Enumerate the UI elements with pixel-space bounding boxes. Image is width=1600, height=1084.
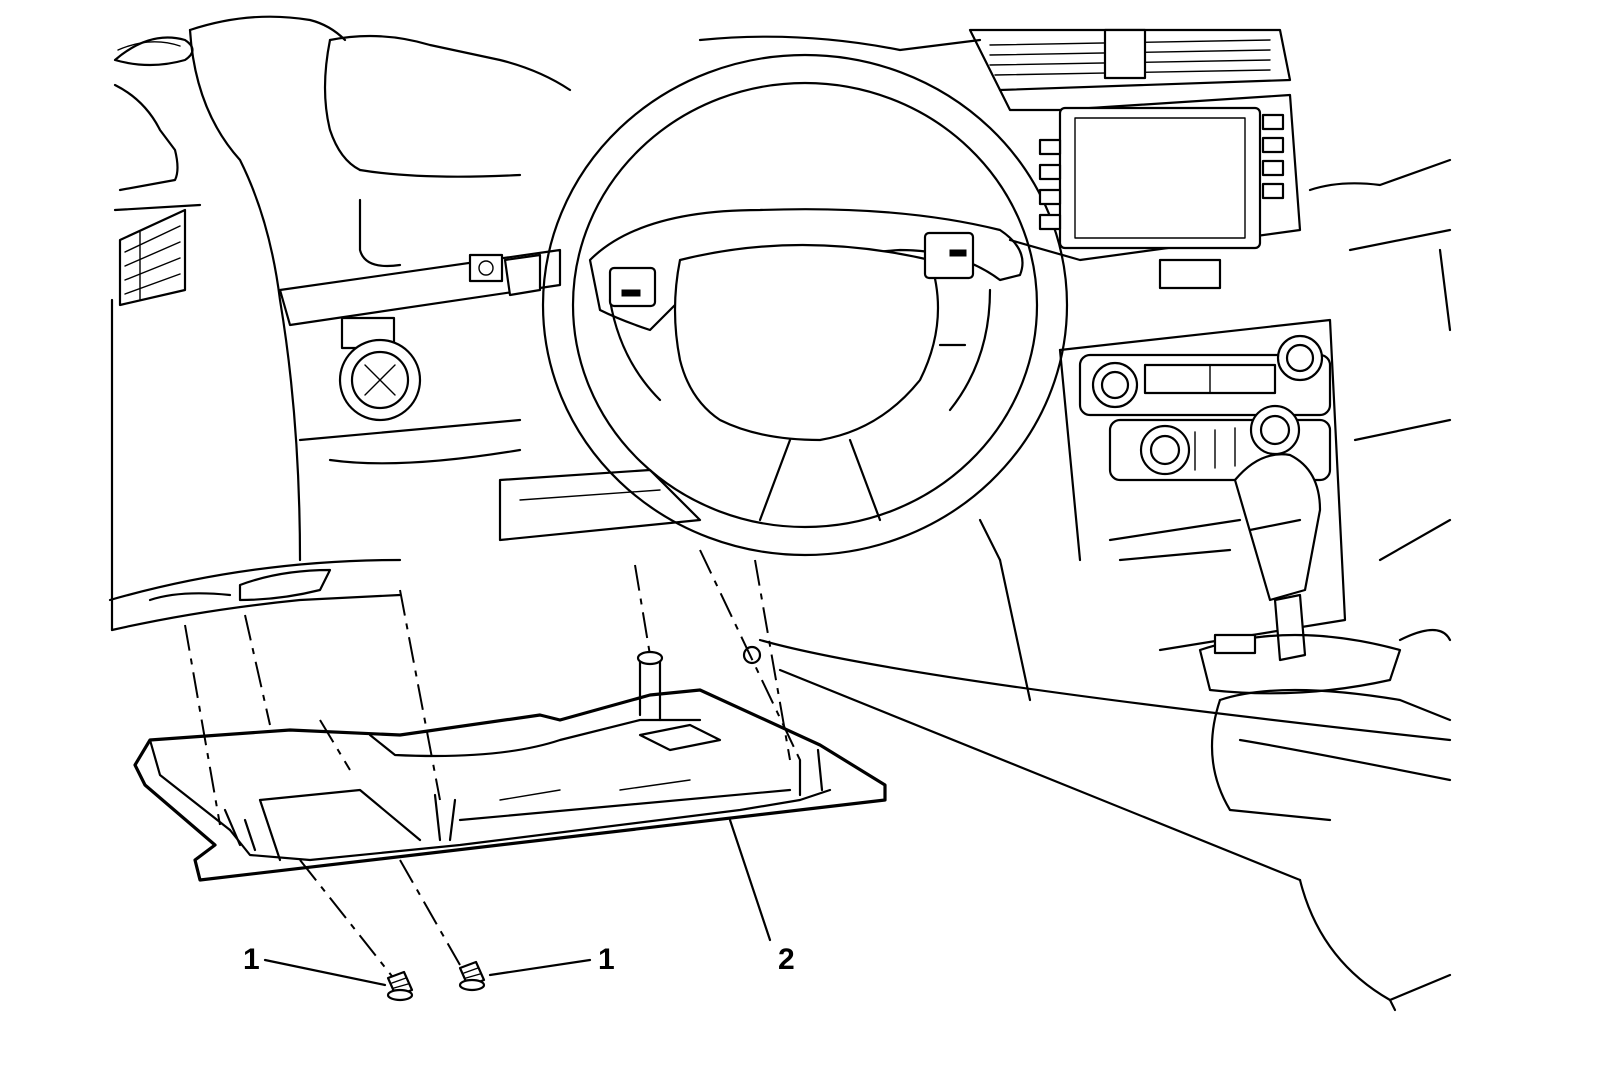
left-dash-outline [110,15,402,632]
gear-shifter [1108,453,1402,695]
floor-edge-lines [742,518,1452,882]
callout-1-left-label: 1 [243,943,260,976]
upper-dash-outline [323,34,982,268]
callout-leaders [263,818,772,987]
side-air-vent [118,208,187,307]
steering-wheel [541,53,1069,557]
screw-right-icon [458,960,486,992]
headlamp-switch-icon [338,316,422,422]
alignment-lines [184,549,801,981]
steering-column-bar [278,248,562,327]
lower-dash-panel [108,418,702,602]
screw-left-icon [386,970,414,1002]
console-outline [1210,158,1452,1012]
knee-bolster-trim-panel [133,650,887,882]
center-stack [968,28,1347,652]
callout-1-right-label: 1 [598,943,615,976]
callout-2-label: 2 [778,943,795,976]
